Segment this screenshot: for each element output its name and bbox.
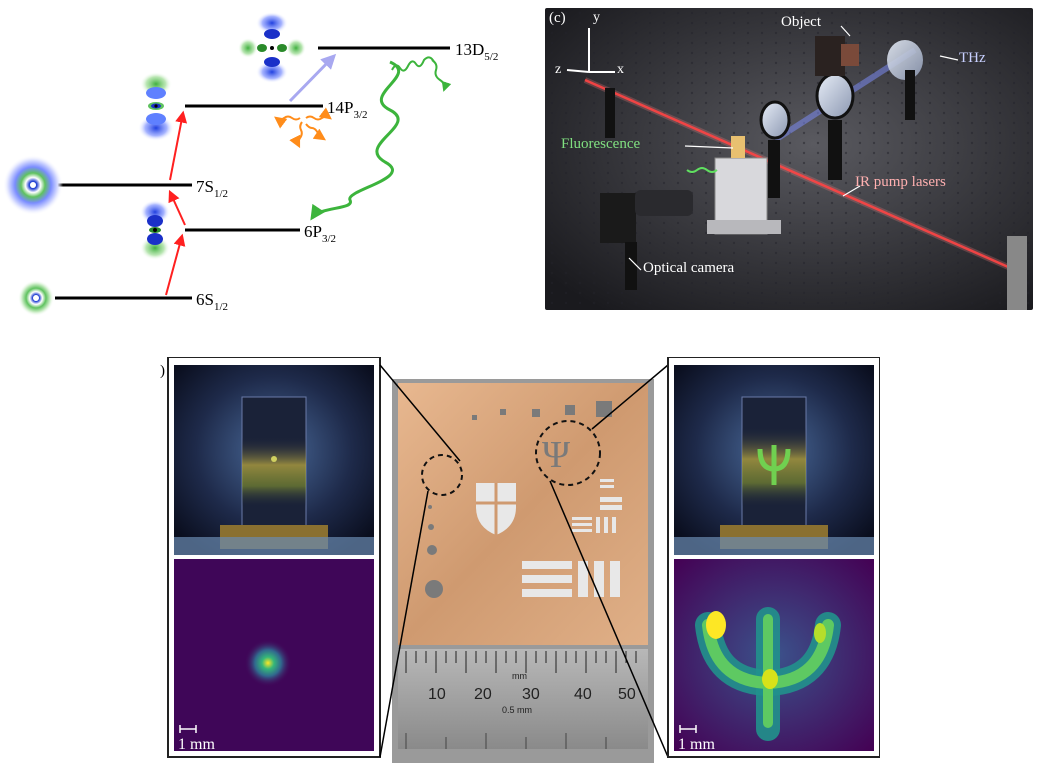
ruler-tick-40: 40 [574,686,592,703]
energy-level-diagram: 13D5/2 14P3/2 7S1/2 6P3/2 6S1/2 [3,12,498,316]
label-7s: 7S1/2 [196,177,228,200]
right-column-frame [667,357,880,758]
ruler-tick-10: 10 [428,686,446,703]
orange-decay-arrows [274,107,332,149]
imaging-results-panel: ) 1 mm Ψ [160,357,880,763]
mask-bar-pattern [522,479,622,597]
orbital-14p-icon [138,72,174,141]
label-ir-pump-lasers: IR pump lasers [855,174,946,190]
psi-image [695,607,841,741]
coordinate-axes [566,28,615,73]
ruler [398,649,648,749]
optical-camera [600,193,636,243]
axis-label-y: y [593,10,600,25]
ruler-tick-30: 30 [522,686,540,703]
pump-arrow-3 [169,110,188,181]
fluorescence-arrow [310,60,400,221]
panel-label-fragment: ) [160,363,165,379]
mask-psi-symbol: Ψ [542,434,570,476]
label-optical-camera: Optical camera [643,260,735,276]
left-column-frame [167,357,381,758]
lens-3 [759,100,791,140]
thz-arrow [288,53,337,103]
left-selection-circle [421,454,463,496]
ruler-sub-label: 0.5 mm [502,705,532,715]
orbital-6p-icon [140,200,170,260]
label-thz: THz [959,50,986,66]
pump-arrow-1 [165,233,186,296]
label-13d: 13D5/2 [455,40,498,63]
left-scale-label: 1 mm [178,736,215,753]
ruler-tick-20: 20 [474,686,492,703]
object-mount [815,36,845,76]
label-object: Object [781,14,821,30]
zoom-line-left-top [379,364,461,462]
setup-photo: (c) y z x Object THz Fluorescence IR pum… [545,8,1033,310]
zoom-line-left-bottom [379,490,429,758]
right-selection-circle [535,420,601,486]
label-6p: 6P3/2 [304,222,336,245]
axis-label-z: z [555,62,562,77]
green-wiggle-2 [431,59,452,92]
pump-arrow-2 [168,189,186,226]
lens-2 [815,72,855,120]
axis-label-x: x [617,62,624,77]
green-wiggle-1 [391,56,435,72]
panel-label-c: (c) [549,10,566,26]
ruler-tick-50: 50 [618,686,636,703]
fluorescence-wiggle [686,167,718,173]
zoom-line-right-bottom [549,480,669,758]
label-14p: 14P3/2 [327,98,368,121]
ir-laser-beam [584,78,1016,272]
label-6s: 6S1/2 [196,290,228,313]
orbital-13d-icon [238,12,306,83]
label-fluorescence: Fluorescence [561,136,641,152]
right-scale-label: 1 mm [678,736,715,753]
zoom-line-right-top [591,364,669,430]
ruler-unit: mm [512,671,527,681]
